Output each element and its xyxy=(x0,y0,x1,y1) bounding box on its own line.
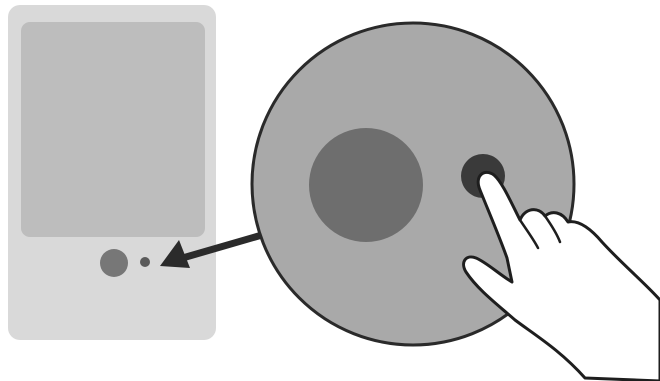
device-sensor xyxy=(140,257,150,267)
zoom-camera xyxy=(309,128,423,242)
device-screen xyxy=(21,22,205,237)
device-camera xyxy=(100,249,128,277)
tablet-device-icon xyxy=(8,5,216,340)
